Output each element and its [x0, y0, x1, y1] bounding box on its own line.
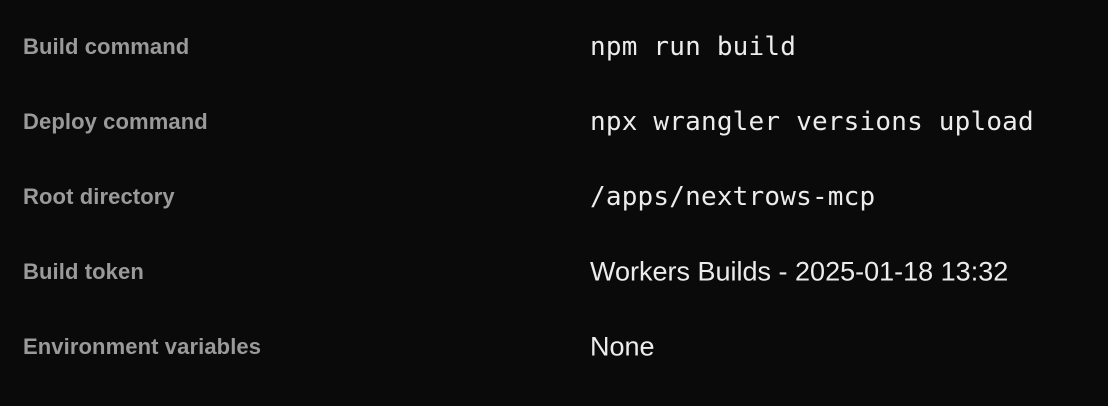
build-token-value: Workers Builds - 2025-01-18 13:32: [590, 256, 1009, 286]
build-token-label: Build token: [23, 258, 144, 284]
build-command-value: npm run build: [590, 31, 797, 62]
environment-variables-row: Environment variables None: [0, 309, 1108, 384]
root-directory-value: /apps/nextrows-mcp: [590, 181, 876, 212]
build-command-row: Build command npm run build: [0, 9, 1108, 84]
deploy-command-row: Deploy command npx wrangler versions upl…: [0, 84, 1108, 159]
root-directory-row: Root directory /apps/nextrows-mcp: [0, 159, 1108, 234]
build-settings-list: Build command npm run build Deploy comma…: [0, 9, 1108, 384]
build-command-label: Build command: [23, 33, 190, 59]
environment-variables-value: None: [590, 331, 655, 361]
build-token-row: Build token Workers Builds - 2025-01-18 …: [0, 234, 1108, 309]
deploy-command-label: Deploy command: [23, 108, 208, 134]
deploy-command-value: npx wrangler versions upload: [590, 106, 1034, 137]
root-directory-label: Root directory: [23, 183, 175, 209]
environment-variables-label: Environment variables: [23, 333, 262, 359]
